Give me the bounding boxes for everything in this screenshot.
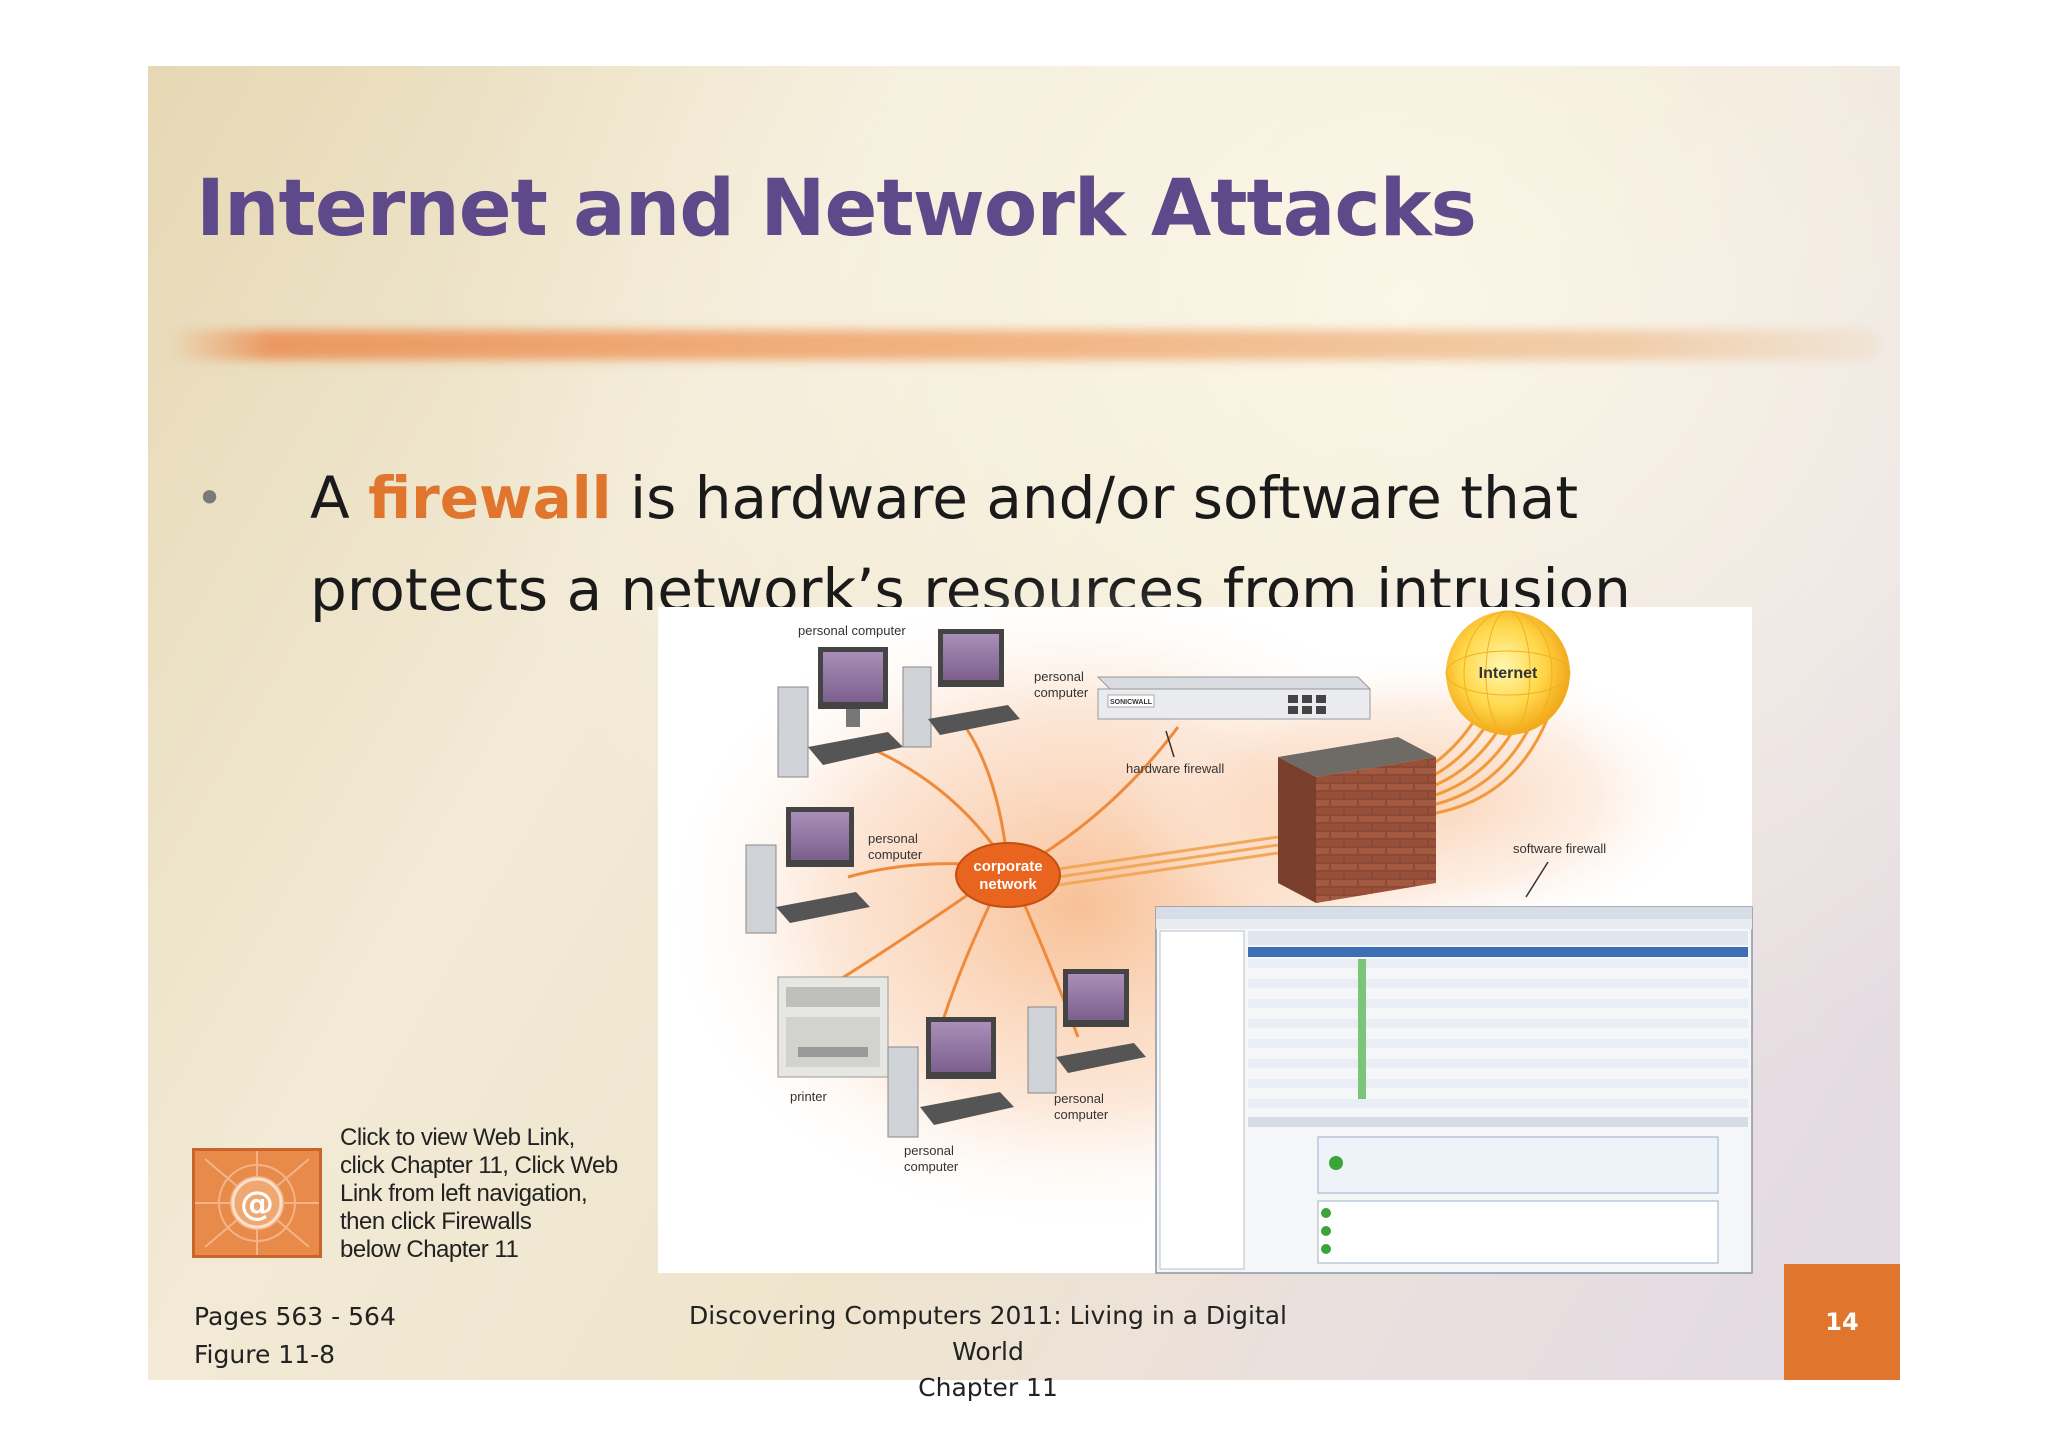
- footer-pages: Pages 563 - 564: [194, 1302, 396, 1331]
- printer-icon: [777, 976, 889, 1078]
- bullet-dot-icon: •: [196, 471, 224, 525]
- pc-label-2b: computer: [1034, 685, 1089, 700]
- internet-label: Internet: [1479, 665, 1538, 682]
- bullet-prefix: A: [310, 464, 369, 532]
- pc-label-5a: personal: [1054, 1091, 1104, 1106]
- pc-label-3b: computer: [868, 847, 923, 862]
- footer-book-title: Discovering Computers 2011: Living in a …: [689, 1301, 1287, 1366]
- printer-label: printer: [790, 1089, 828, 1104]
- web-link-line: Click to view Web Link,: [340, 1124, 575, 1151]
- corporate-network-hub: [955, 842, 1061, 908]
- web-link-line: click Chapter 11, Click Web: [340, 1152, 618, 1179]
- pc-icon: [887, 1017, 1014, 1138]
- brand-label: SONICWALL: [1110, 699, 1153, 706]
- pc-icon: [902, 629, 1020, 748]
- pc-icon: [777, 647, 903, 778]
- hardware-firewall-device: SONICWALL: [1096, 676, 1372, 720]
- footer-book: Discovering Computers 2011: Living in a …: [668, 1298, 1308, 1406]
- pc-label-5b: computer: [1054, 1107, 1109, 1122]
- pc-label-4a: personal: [904, 1143, 954, 1158]
- footer-reference: Pages 563 - 564 Figure 11-8: [194, 1298, 396, 1374]
- footer-figure: Figure 11-8: [194, 1340, 336, 1369]
- pc-icon: [745, 807, 870, 934]
- web-link-line: Link from left navigation,: [340, 1180, 588, 1207]
- pc-label-4b: computer: [904, 1159, 959, 1174]
- page-number: 14: [1784, 1264, 1900, 1380]
- at-sign-icon: @: [195, 1151, 319, 1255]
- hub-label-1: corporate: [973, 858, 1042, 875]
- slide-title: Internet and Network Attacks: [196, 164, 1477, 254]
- hardware-firewall-label: hardware firewall: [1126, 761, 1224, 776]
- internet-globe: [1445, 610, 1571, 736]
- software-firewall-label: software firewall: [1513, 841, 1606, 856]
- web-link-instructions[interactable]: Click to view Web Link, click Chapter 11…: [340, 1124, 630, 1264]
- footer-chapter: Chapter 11: [918, 1373, 1058, 1402]
- web-link-line: then click Firewalls: [340, 1208, 532, 1235]
- at-glyph: @: [240, 1184, 274, 1224]
- slide: Internet and Network Attacks • A firewal…: [148, 66, 1900, 1402]
- hub-label-2: network: [979, 876, 1037, 893]
- web-link-icon[interactable]: @: [192, 1148, 322, 1258]
- pc-label-2a: personal: [1034, 669, 1084, 684]
- web-link-line: below Chapter 11: [340, 1236, 519, 1263]
- firewall-diagram: corporate network personal computer pers…: [658, 577, 1753, 1274]
- pc-label-top: personal computer: [798, 623, 906, 638]
- title-underline-bar: [168, 330, 1880, 360]
- bullet-keyword: firewall: [368, 464, 612, 532]
- pc-icon: [1027, 969, 1146, 1094]
- pc-label-3a: personal: [868, 831, 918, 846]
- brick-wall: [1278, 737, 1436, 903]
- software-firewall-window: [1155, 906, 1753, 1274]
- firewall-figure: corporate network personal computer pers…: [658, 577, 1753, 1274]
